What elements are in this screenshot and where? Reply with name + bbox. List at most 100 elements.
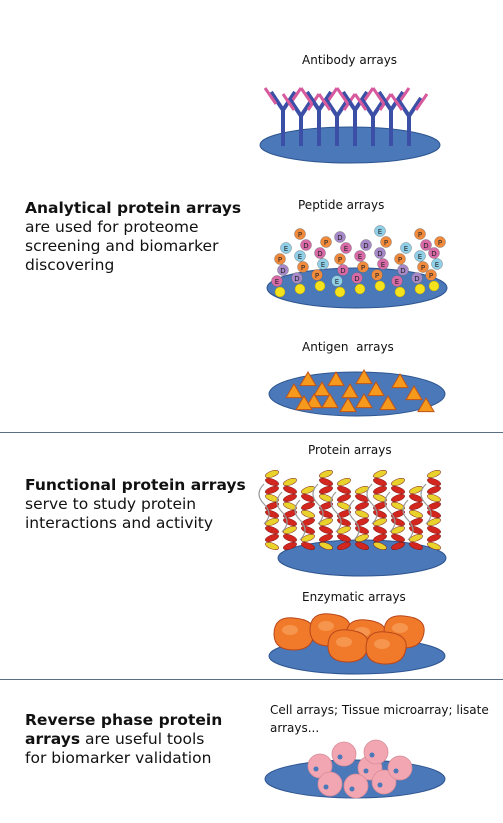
peptide-bead-letter: D <box>400 267 405 275</box>
helix-turn <box>301 542 315 550</box>
antigen-triangles <box>285 369 435 413</box>
antigen-triangle <box>417 397 435 413</box>
peptide-bead <box>334 253 346 265</box>
helix-turn <box>283 502 297 510</box>
peptide-anchor-bead <box>314 280 326 292</box>
section-divider-1 <box>0 432 503 433</box>
peptide-bead <box>320 236 332 248</box>
reverse-phase-arrays-description: Reverse phase protein arrays are useful … <box>25 711 225 768</box>
peptide-bead <box>277 264 289 276</box>
peptide-bead <box>414 228 426 240</box>
peptide-bead <box>420 239 432 251</box>
enzyme-blobs <box>273 613 425 665</box>
peptide-bead-letter: E <box>344 245 348 253</box>
antibody-light-chain-right <box>414 93 429 111</box>
antibody-arm-left <box>323 96 339 118</box>
enzyme-highlight <box>318 621 334 631</box>
antibody-arrays-label: Antibody arrays <box>302 53 398 67</box>
peptide-bead <box>377 258 389 270</box>
helix-turn <box>265 510 279 518</box>
antibody-molecules <box>263 87 429 146</box>
antibody-arm-left <box>341 90 357 112</box>
functional-arrays-description: Functional protein arrays serve to study… <box>25 476 247 533</box>
peptide-bead-letter: P <box>429 272 433 280</box>
antigen-triangle <box>367 381 385 397</box>
protein-loop <box>258 483 270 525</box>
peptide-bead-letter: D <box>363 242 368 250</box>
peptide-bead <box>334 231 346 243</box>
helix-turn <box>265 502 279 510</box>
helix-turn <box>373 518 387 526</box>
peptide-bead <box>434 236 446 248</box>
antibody <box>389 93 429 146</box>
peptide-anchor-bead <box>294 283 306 295</box>
cell-nucleus <box>369 752 375 758</box>
antigen-triangle <box>355 393 373 409</box>
peptide-bead <box>351 272 363 284</box>
antibody <box>335 87 375 146</box>
antibody-light-chain-left <box>371 87 386 105</box>
protein-helix <box>276 478 297 550</box>
enzyme-highlight <box>336 637 352 647</box>
analytical-arrays-description: Analytical protein arrays are used for p… <box>25 199 265 275</box>
cell <box>343 773 369 799</box>
analytical-arrays-title: Analytical protein arrays <box>25 199 242 217</box>
antibody-arm-left <box>359 96 375 118</box>
peptide-bead-letter: D <box>354 275 359 283</box>
helix-turn <box>301 510 315 518</box>
cell-array-illustration <box>264 739 446 799</box>
peptide-bead <box>294 250 306 262</box>
helix-turn <box>409 526 423 534</box>
enzyme <box>327 629 369 663</box>
helix-turn <box>283 486 297 494</box>
helix-turn <box>355 510 369 518</box>
antigen-triangle <box>341 383 359 399</box>
enzyme-highlight <box>392 623 408 633</box>
cell-body <box>343 773 369 799</box>
antibody-array-disk <box>259 126 441 164</box>
protein-loop <box>294 499 306 541</box>
peptide-bead <box>271 275 283 287</box>
cell-nucleus <box>323 784 329 790</box>
cell-nucleus <box>363 768 369 774</box>
helix-turn <box>391 526 405 534</box>
helix-turn <box>319 502 333 510</box>
peptide-bead-letter: E <box>404 245 408 253</box>
helix-turn <box>265 470 279 478</box>
helix-turn <box>265 526 279 534</box>
peptide-bead <box>297 261 309 273</box>
helix-turn <box>301 526 315 534</box>
helix-turn <box>265 542 279 550</box>
helix-turn <box>265 518 279 526</box>
antigen-triangle <box>305 393 323 409</box>
helix-turn <box>391 542 405 550</box>
peptide-bead-letter: D <box>317 250 322 258</box>
protein-loop <box>402 499 414 541</box>
helix-turn <box>337 542 351 550</box>
enzyme <box>365 631 407 665</box>
helix-turn <box>373 510 387 518</box>
peptide-bead <box>411 272 423 284</box>
cell-body <box>317 771 343 797</box>
peptide-bead-letter: P <box>324 239 328 247</box>
helix-turn <box>283 534 297 542</box>
helix-turn <box>319 534 333 542</box>
helix-turn <box>409 542 423 550</box>
helix-turn <box>337 526 351 534</box>
cells <box>307 739 413 799</box>
antibody-light-chain-left <box>281 93 296 111</box>
cell-nucleus <box>349 786 355 792</box>
peptide-bead <box>431 258 443 270</box>
helix-turn <box>265 486 279 494</box>
helix-turn <box>409 510 423 518</box>
protein-loop <box>366 483 378 525</box>
peptide-bead <box>331 275 343 287</box>
helix-turn <box>427 542 441 550</box>
peptide-bead-letter: P <box>384 239 388 247</box>
helix-turn <box>283 510 297 518</box>
